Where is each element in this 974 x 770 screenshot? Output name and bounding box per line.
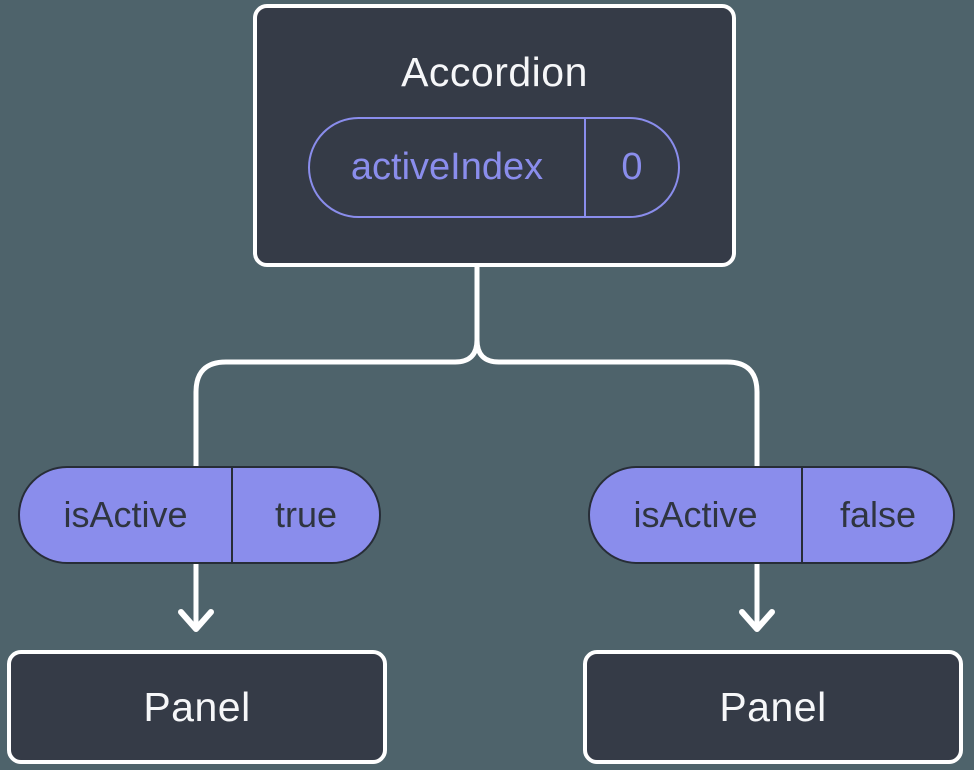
- prop-value-label: true: [274, 494, 338, 535]
- accordion-component-node: Accordion activeIndex 0: [253, 4, 736, 267]
- prop-value-label: false: [839, 494, 917, 535]
- state-pill-activeindex: activeIndex 0: [308, 117, 680, 218]
- prop-pill-isactive-true: isActive true: [18, 466, 381, 564]
- prop-name-label: isActive: [20, 468, 233, 562]
- connector-right-branch: [474, 264, 760, 629]
- component-title: Accordion: [401, 49, 588, 95]
- prop-name-label: isActive: [590, 468, 803, 562]
- panel-component-node-right: Panel: [583, 650, 963, 764]
- prop-pill-isactive-false: isActive false: [588, 466, 955, 564]
- arrow-down-icon: [739, 609, 775, 632]
- component-title: Panel: [143, 683, 251, 730]
- connector-left-branch: [193, 264, 480, 629]
- component-title: Panel: [719, 683, 827, 730]
- state-name-label: activeIndex: [310, 119, 586, 216]
- panel-component-node-left: Panel: [7, 650, 387, 764]
- arrow-down-icon: [178, 609, 214, 632]
- state-value-label: 0: [621, 146, 643, 188]
